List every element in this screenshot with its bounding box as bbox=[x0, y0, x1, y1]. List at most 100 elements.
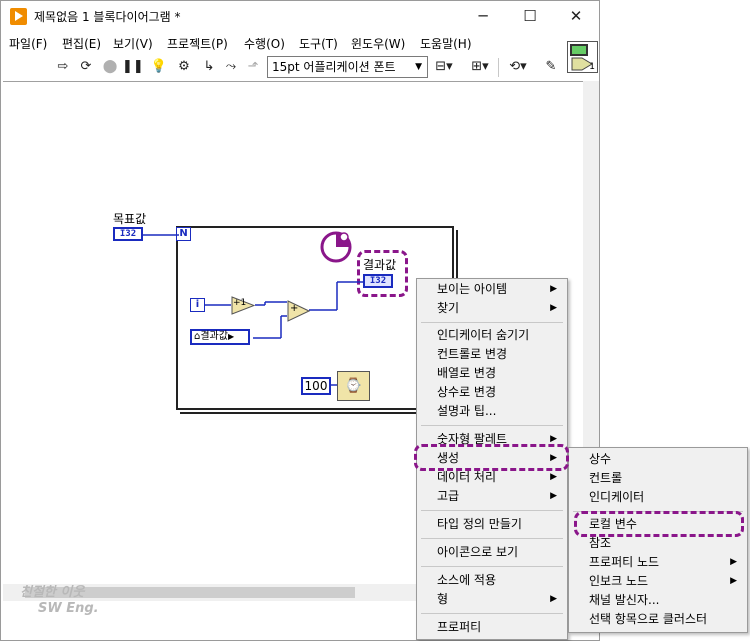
wait-time-constant[interactable]: 100 bbox=[301, 377, 331, 395]
iteration-terminal[interactable]: i bbox=[190, 298, 205, 312]
submenu-constant[interactable]: 상수 bbox=[589, 452, 612, 466]
submenu-arrow-icon: ▶ bbox=[730, 557, 737, 567]
submenu-arrow-icon: ▶ bbox=[550, 303, 557, 313]
minimize-button[interactable]: ─ bbox=[478, 7, 488, 25]
watermark-line1: 친절한 이웃 bbox=[20, 585, 85, 600]
menu-separator bbox=[421, 538, 563, 539]
font-select[interactable]: 15pt 어플리케이션 폰트 ▼ bbox=[267, 56, 428, 78]
context-help-icon[interactable]: 1 bbox=[567, 41, 598, 73]
menu-representation[interactable]: 형▶ bbox=[417, 590, 567, 609]
submenu-indicator[interactable]: 인디케이터 bbox=[589, 490, 645, 504]
menu-separator bbox=[421, 566, 563, 567]
triangle-right-icon: ▶ bbox=[227, 332, 235, 341]
increment-node-label: +1 bbox=[233, 298, 247, 308]
menu-data-operations[interactable]: 데이터 처리 ▶ bbox=[417, 468, 567, 487]
menu-separator bbox=[421, 613, 563, 614]
target-to-n-wire bbox=[143, 234, 179, 236]
menu-separator bbox=[421, 425, 563, 426]
menu-numeric-palette-label: 숫자형 팔레트 bbox=[437, 432, 508, 446]
abort-icon[interactable]: ⬤ bbox=[102, 59, 118, 74]
menu-hide-indicator[interactable]: 인디케이터 숨기기 bbox=[437, 328, 530, 342]
context-menu: 보이는 아이템▶ 찾기▶ 인디케이터 숨기기 컨트롤로 변경 배열로 변경 상수… bbox=[416, 278, 568, 640]
pause-icon[interactable]: ❚❚ bbox=[122, 59, 144, 74]
menu-operate[interactable]: 수행(O) bbox=[244, 37, 285, 51]
menu-data-operations-label: 데이터 처리 bbox=[437, 470, 497, 484]
menu-help[interactable]: 도움말(H) bbox=[420, 37, 472, 51]
menu-bar: 파일(F) 편집(E) 보기(V) 프로젝트(P) 수행(O) 도구(T) 윈도… bbox=[1, 32, 561, 54]
menu-tools[interactable]: 도구(T) bbox=[299, 37, 338, 51]
vi-icon-graphic bbox=[570, 44, 593, 71]
menu-make-type-def[interactable]: 타입 정의 만들기 bbox=[437, 517, 522, 531]
menu-change-to-constant[interactable]: 상수로 변경 bbox=[437, 385, 497, 399]
reorder-icon[interactable]: ⟲▾ bbox=[509, 59, 527, 74]
menu-separator bbox=[421, 510, 563, 511]
menu-apply-to-source[interactable]: 소스에 적용 bbox=[437, 573, 497, 587]
result-label: 결과값 bbox=[363, 258, 397, 272]
run-continuously-icon[interactable]: ⟳ bbox=[80, 59, 92, 74]
step-out-icon[interactable]: ⬏ bbox=[247, 59, 259, 74]
result-indicator-highlight bbox=[357, 250, 408, 297]
menu-change-to-array[interactable]: 배열로 변경 bbox=[437, 366, 497, 380]
menu-numeric-palette[interactable]: 숫자형 팔레트 ▶ bbox=[417, 430, 567, 449]
local-variable-highlight bbox=[574, 511, 744, 537]
loop-count-terminal[interactable]: N bbox=[176, 227, 191, 241]
align-objects-icon[interactable]: ⊟▾ bbox=[435, 59, 453, 74]
menu-file[interactable]: 파일(F) bbox=[9, 37, 48, 51]
increment-node-shape bbox=[231, 296, 255, 315]
step-into-icon[interactable]: ↳ bbox=[203, 59, 215, 74]
submenu-invoke-node-label: 인보크 노드 bbox=[589, 574, 649, 588]
close-button[interactable]: ✕ bbox=[569, 7, 583, 25]
add-node-label: + bbox=[290, 303, 299, 314]
step-over-icon[interactable]: ⤳ bbox=[225, 59, 237, 74]
submenu-control[interactable]: 컨트롤 bbox=[589, 471, 623, 485]
highlight-execution-icon[interactable]: 💡 bbox=[150, 59, 168, 74]
menu-properties[interactable]: 프로퍼티 bbox=[437, 620, 482, 634]
wait-ms-function[interactable]: ⌚ bbox=[337, 371, 370, 401]
add-node[interactable]: + bbox=[287, 300, 310, 322]
submenu-property-node-label: 프로퍼티 노드 bbox=[589, 555, 660, 569]
local-variable-label: 결과값 bbox=[200, 331, 228, 342]
chevron-down-icon: ▼ bbox=[415, 62, 422, 72]
local-variable-node[interactable]: ⌂결과값▶ bbox=[190, 329, 250, 345]
toolbar: ⇨ ⟳ ⬤ ❚❚ 💡 ⚙ ↳ ⤳ ⬏ 15pt 어플리케이션 폰트 ▼ ⊟▾ ⊞… bbox=[1, 54, 561, 81]
target-value-label: 목표값 bbox=[113, 212, 147, 226]
add-node-shape bbox=[287, 300, 310, 322]
menu-create[interactable]: 생성▶ bbox=[417, 449, 567, 468]
menu-view[interactable]: 보기(V) bbox=[113, 37, 153, 51]
create-submenu: 상수 컨트롤 인디케이터 로컬 변수 참조 프로퍼티 노드 ▶ 인보크 노드▶ 채… bbox=[568, 447, 748, 633]
watermark-line2: SW Eng. bbox=[38, 601, 99, 616]
submenu-channel-writer[interactable]: 채널 발신자... bbox=[589, 593, 660, 607]
run-arrow-icon[interactable]: ⇨ bbox=[57, 59, 69, 74]
submenu-invoke-node[interactable]: 인보크 노드▶ bbox=[569, 572, 747, 591]
menu-find[interactable]: 찾기▶ bbox=[417, 299, 567, 318]
distribute-objects-icon[interactable]: ⊞▾ bbox=[471, 59, 489, 74]
title-bar[interactable]: 제목없음 1 블록다이어그램 * ─ ☐ ✕ bbox=[1, 1, 599, 32]
menu-project[interactable]: 프로젝트(P) bbox=[167, 37, 228, 51]
submenu-property-node[interactable]: 프로퍼티 노드 ▶ bbox=[569, 553, 747, 572]
window-title: 제목없음 1 블록다이어그램 * bbox=[34, 10, 181, 24]
retain-wire-values-icon[interactable]: ⚙ bbox=[178, 59, 190, 74]
result-indicator[interactable]: I32 bbox=[363, 274, 393, 288]
menu-separator bbox=[421, 322, 563, 323]
stopwatch-icon: ⌚ bbox=[344, 378, 363, 394]
submenu-local-variable[interactable]: 로컬 변수 bbox=[589, 517, 637, 531]
menu-advanced[interactable]: 고급▶ bbox=[417, 487, 567, 506]
target-value-control[interactable]: I32 bbox=[113, 227, 143, 241]
increment-node[interactable]: +1 bbox=[231, 296, 255, 315]
maximize-button[interactable]: ☐ bbox=[523, 7, 537, 25]
menu-description-and-tip[interactable]: 설명과 팁... bbox=[437, 404, 497, 418]
menu-view-as-icon[interactable]: 아이콘으로 보기 bbox=[437, 545, 519, 559]
cleanup-diagram-icon[interactable]: ✎ bbox=[545, 59, 557, 74]
submenu-arrow-icon: ▶ bbox=[550, 434, 557, 444]
menu-visible-items-label: 보이는 아이템 bbox=[437, 282, 508, 296]
submenu-arrow-icon: ▶ bbox=[550, 472, 557, 482]
submenu-reference[interactable]: 참조 bbox=[589, 536, 612, 550]
horizontal-scrollbar-thumb[interactable] bbox=[25, 587, 355, 598]
menu-edit[interactable]: 편집(E) bbox=[62, 37, 102, 51]
submenu-cluster-from-selection[interactable]: 선택 항목으로 클러스터 bbox=[589, 612, 708, 626]
menu-window[interactable]: 윈도우(W) bbox=[351, 37, 406, 51]
submenu-arrow-icon: ▶ bbox=[550, 491, 557, 501]
menu-visible-items[interactable]: 보이는 아이템▶ bbox=[417, 280, 567, 299]
context-help-badge: 1 bbox=[589, 62, 595, 72]
menu-change-to-control[interactable]: 컨트롤로 변경 bbox=[437, 347, 508, 361]
